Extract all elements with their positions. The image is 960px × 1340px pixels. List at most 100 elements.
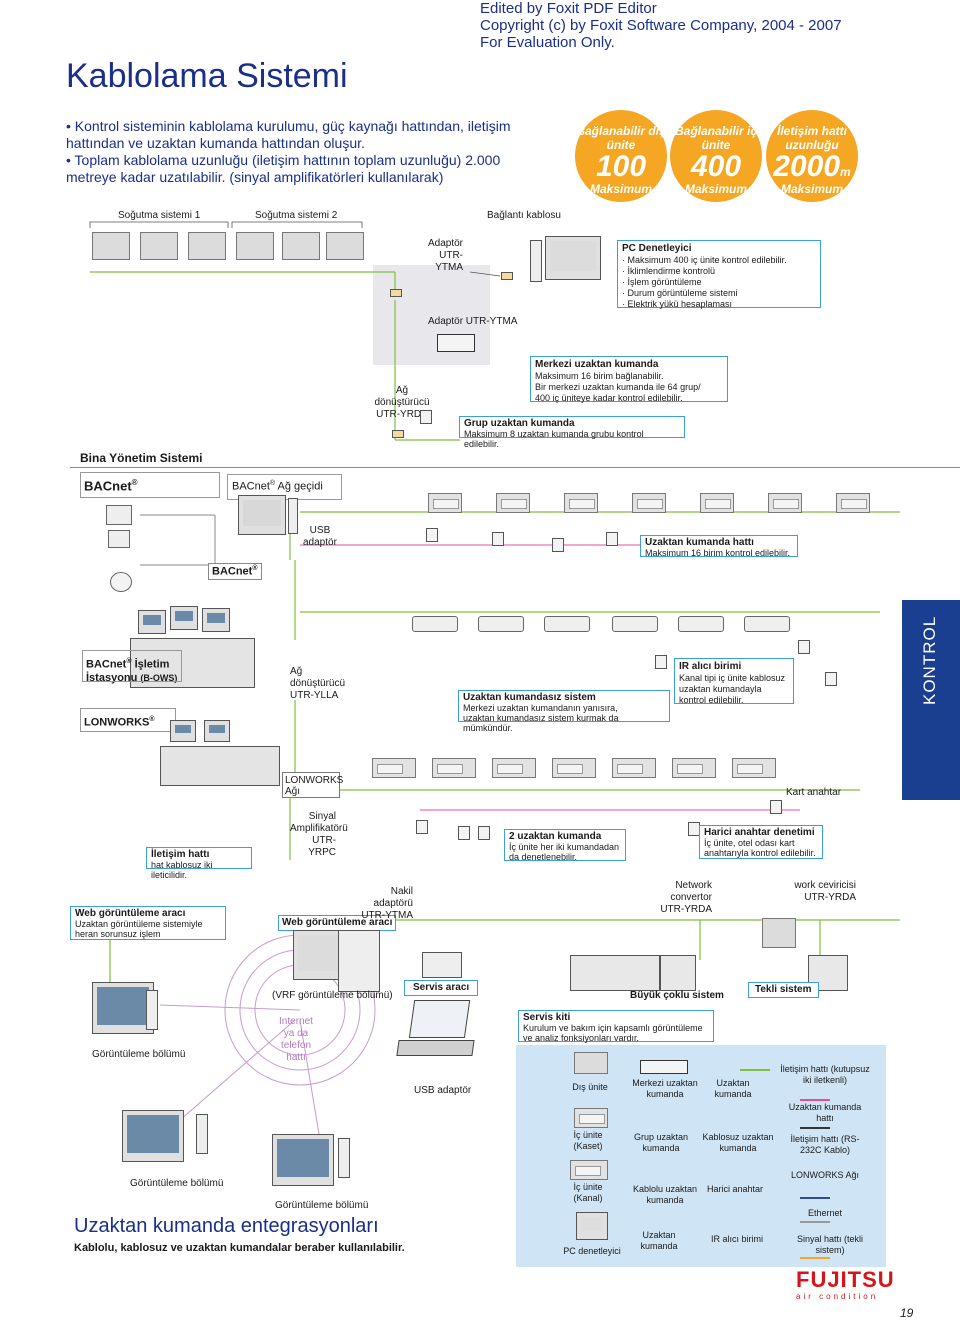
bms-device-icon <box>108 530 130 548</box>
group-remote-title: Grup uzaktan kumanda <box>464 418 575 429</box>
pc-controller-box: PC Denetleyici · Maksimum 400 iç ünite k… <box>617 240 821 309</box>
pc-item-1: · Maksimum 400 iç ünite kontrol edilebil… <box>622 255 787 265</box>
bacnet-gateway-label: BACnet® Ağ geçidi <box>232 480 323 493</box>
two-remote-line-2: da denetlenebilir. <box>509 852 578 862</box>
legend-signal: Sinyal hattı (tekli sistem) <box>796 1234 864 1255</box>
pc-controller-title: PC Denetleyici <box>622 243 692 254</box>
comm-line-box: İletişim hattı hat kablosuz iki ileticil… <box>146 847 252 880</box>
footer-title: Uzaktan kumanda entegrasyonları <box>74 1215 379 1237</box>
legend-pc: PC denetleyici <box>563 1246 621 1256</box>
gateway-tower <box>288 498 298 534</box>
legend-central-icon <box>640 1060 688 1074</box>
indoor-wall-unit <box>478 616 524 632</box>
indoor-wall-unit <box>612 616 658 632</box>
service-kit-line-1: Kurulum ve bakım için kapsamlı görüntüle… <box>523 1023 703 1033</box>
stat-circle-indoor: Bağlanabilir iç ünite 400 Maksimum <box>670 110 762 202</box>
watermark-line-2: Copyright (c) by Foxit Software Company,… <box>480 17 842 34</box>
outdoor-unit <box>188 232 226 260</box>
display-monitor-1 <box>92 982 154 1034</box>
display-tower-1 <box>146 990 158 1030</box>
ows-monitor <box>170 606 198 630</box>
page-number: 19 <box>900 1306 914 1320</box>
remote-line-text: Maksimum 16 birim kontrol edilebilir. <box>645 548 791 558</box>
wired-adapter-b: UTR-YTMA <box>361 910 413 921</box>
network-converter-label: Network convertor UTR-YRDA <box>638 880 712 916</box>
remote-icon <box>492 532 504 546</box>
cooling-system-1-label: Soğutma sistemi 1 <box>118 210 201 221</box>
indoor-duct <box>612 758 656 778</box>
bms-divider <box>70 467 960 468</box>
remote-icon <box>552 538 564 552</box>
outdoor-unit <box>326 232 364 260</box>
comm-title: İletişim hattı <box>151 849 210 860</box>
pc-monitor <box>545 236 601 280</box>
remote-icon <box>798 640 810 654</box>
indoor-cassette <box>768 493 802 513</box>
adapter-1-name: Adaptör <box>427 238 463 249</box>
net-conv2-b: dönüştürücü <box>290 678 346 689</box>
lon-desk <box>160 720 280 790</box>
legend-indoor-cas: İç ünite (Kaset) <box>573 1130 603 1151</box>
pc-item-2: · İklimlendirme kontrolü <box>622 266 716 276</box>
wired-adapter-a: Nakil adaptörü <box>373 886 413 909</box>
internet-b: ya da <box>283 1028 309 1039</box>
display-tower-2 <box>196 1114 208 1154</box>
outdoor-unit <box>92 232 130 260</box>
legend-ext-switch: Harici anahtar <box>706 1184 764 1194</box>
fujitsu-logo: FUJITSU air condition <box>796 1267 895 1302</box>
central-remote-title: Merkezi uzaktan kumanda <box>535 359 659 370</box>
bms-device-icon <box>106 505 132 525</box>
legend-outdoor: Dış ünite <box>572 1082 608 1092</box>
legend-central: Merkezi uzaktan kumanda <box>632 1078 698 1099</box>
legend-lon: LONWORKS Ağı <box>790 1170 860 1180</box>
ir-line-2: uzaktan kumandayla <box>679 684 762 694</box>
adapter-1-model: UTR-YTMA <box>435 250 463 273</box>
pc-tower <box>530 240 542 282</box>
stat-value: 2000 <box>773 150 841 183</box>
remote-icon <box>770 800 782 814</box>
bacnet-text: BACnet <box>84 478 132 494</box>
legend-outdoor-icon <box>574 1052 608 1074</box>
reg-mark: ® <box>269 480 276 487</box>
lon-console <box>160 746 280 786</box>
stat-sub: Maksimum <box>589 182 653 196</box>
net-converter-name: Ağ dönüştürücü <box>374 385 430 408</box>
brand-sub: air condition <box>796 1292 879 1301</box>
connection-cable-label: Bağlantı kablosu <box>487 210 561 221</box>
ows-c: İstasyonu <box>86 671 138 684</box>
indoor-cassette <box>564 493 598 513</box>
footer-subtitle: Kablolu, kablosuz ve uzaktan kumandalar … <box>74 1242 405 1254</box>
gateway-monitor <box>238 495 286 535</box>
internet-c: telefon hattı <box>280 1040 312 1063</box>
adapter-box <box>390 289 402 297</box>
workconv-a: work ceviricisi <box>794 880 856 891</box>
legend-indoor-duct: İç ünite (Kanal) <box>573 1182 603 1203</box>
stat-label: İletişim hattı uzunluğu <box>776 124 847 152</box>
remote-line-title: Uzaktan kumanda hattı <box>645 537 754 548</box>
big-multi-label: Büyük çoklu sistem <box>630 990 724 1001</box>
laptop-screen <box>408 1000 471 1038</box>
lon-monitor <box>204 720 230 742</box>
ir-line-1: Kanal tipi iç ünite kablosuz <box>679 673 786 683</box>
web-title: Web görüntüleme aracı <box>75 908 186 919</box>
remote-icon <box>606 532 618 546</box>
service-kit-title: Servis kiti <box>523 1012 571 1023</box>
service-tool-device <box>422 952 462 978</box>
kontrol-tab: KONTROL <box>920 615 939 705</box>
indoor-duct <box>732 758 776 778</box>
brand-text: FUJITSU <box>796 1267 895 1292</box>
ows-frame <box>82 650 182 682</box>
central-remote-line-3: 400 iç üniteye kadar kontrol edilebilir. <box>535 393 683 403</box>
lon-net-b: Ağı <box>285 786 301 797</box>
gateway-a: BACnet <box>232 480 270 493</box>
stat-unit: m <box>840 165 851 179</box>
fan-icon <box>110 572 132 592</box>
lon-monitor <box>170 720 196 742</box>
ext-line-2: anahtarıyla kontrol edilebilir. <box>704 848 816 858</box>
stat-value: 100 <box>595 150 647 183</box>
two-remote-line-1: İç ünite her iki kumandadan <box>509 842 620 852</box>
legend-remote-line: Uzaktan kumanda hattı <box>788 1102 862 1123</box>
display-label-1: Görüntüleme bölümü <box>92 1049 186 1060</box>
indoor-wall-unit <box>544 616 590 632</box>
amp-a: Sinyal <box>308 811 336 822</box>
